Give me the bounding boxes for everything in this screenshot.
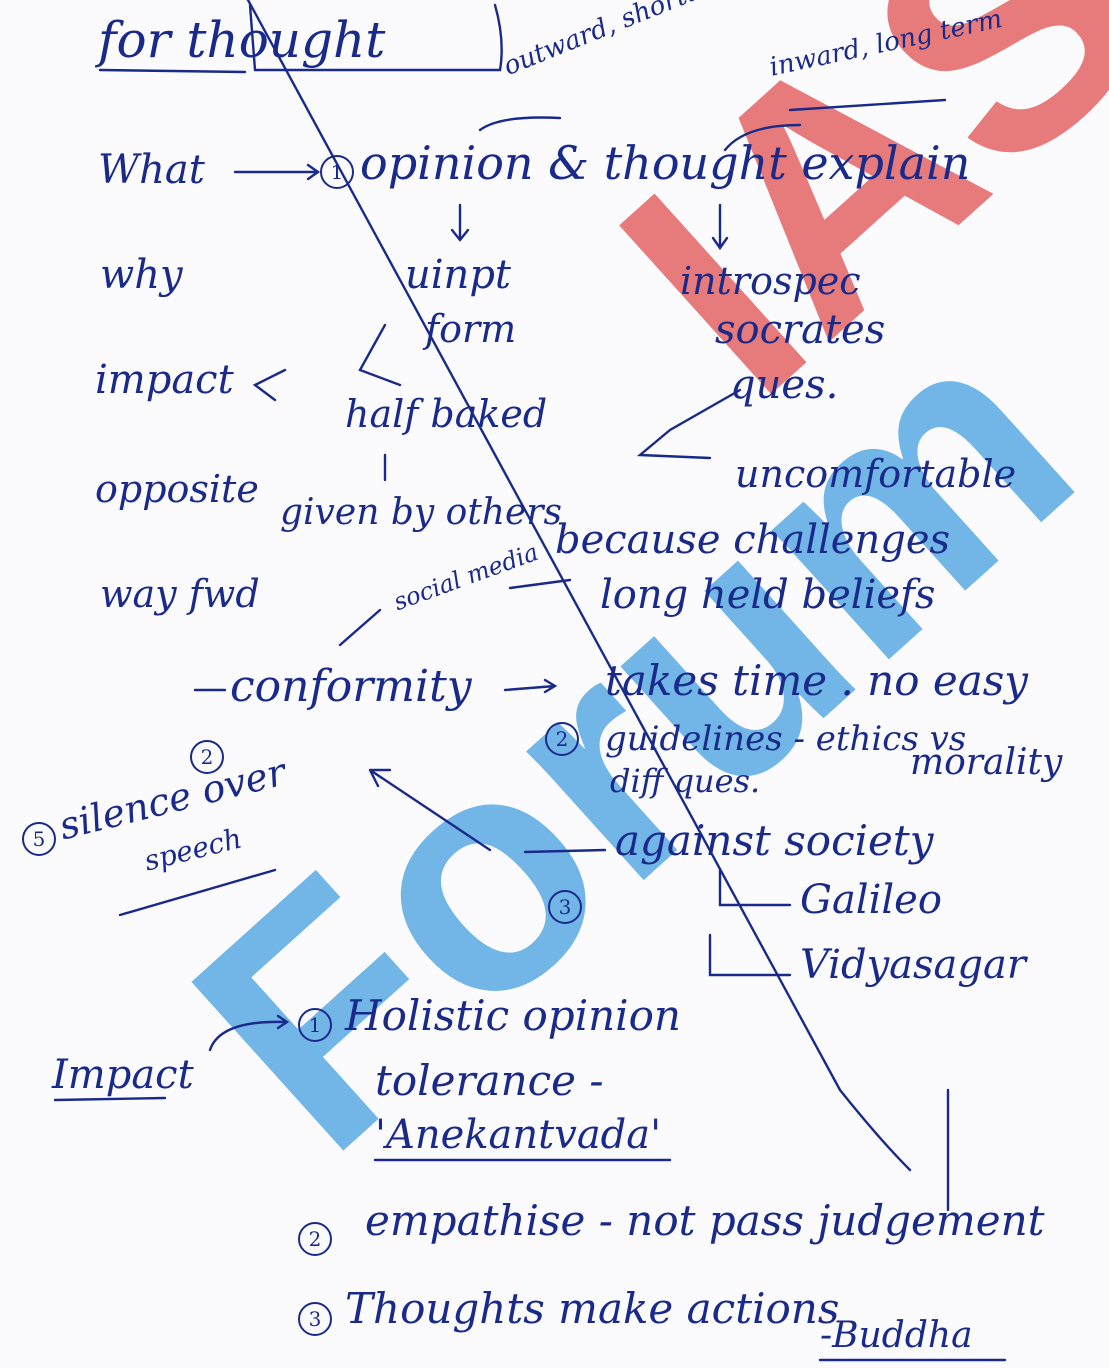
title: for thought [98, 11, 386, 69]
impact-label: Impact [52, 1052, 194, 1098]
label-why: why [100, 252, 183, 298]
branch1-text: opinion & thought explain [360, 136, 971, 190]
empathise: empathise - not pass judgement [365, 1196, 1045, 1245]
impact-underline [53, 1096, 167, 1102]
num-2-right: 2 [545, 722, 579, 756]
buddha: -Buddha [820, 1315, 973, 1356]
branch1-num: 1 [320, 155, 354, 189]
arrow-social-to-conformity [338, 608, 382, 647]
thoughts-make-actions: Thoughts make actions [345, 1284, 840, 1333]
ques-bracket [636, 388, 742, 460]
half-baked: half baked [345, 392, 548, 436]
long-held: long held beliefs [600, 572, 936, 618]
arrow-what-to-opinion [233, 163, 321, 181]
ques: ques. [730, 362, 839, 408]
introspec: introspec [680, 259, 861, 303]
tolerance: tolerance - [375, 1056, 604, 1105]
conformity: conformity [230, 661, 472, 712]
arrow-media-to-long [508, 578, 572, 590]
against-society: against society [615, 816, 934, 865]
because: because challenges [555, 517, 951, 563]
label-way-fwd: way fwd [100, 572, 260, 616]
arrow-form-to-halfbaked [358, 323, 402, 387]
title-underline [98, 68, 247, 74]
galileo-bracket [718, 868, 792, 907]
impact-brace [252, 368, 287, 402]
impact-num-3: 3 [298, 1302, 332, 1336]
diff-ques: diff ques. [610, 762, 761, 800]
galileo: Galileo [800, 877, 942, 923]
inward-bracket [723, 123, 802, 152]
socrates: socrates [715, 307, 886, 353]
vidyasagar-bracket [708, 933, 792, 977]
inward-underline [788, 98, 947, 112]
num-3: 3 [548, 890, 582, 924]
guidelines: guidelines - ethics vs [605, 719, 967, 759]
label-impact: impact [95, 357, 234, 403]
impact-num-2: 2 [298, 1222, 332, 1256]
double-arrow [368, 768, 492, 852]
impact-arrow [208, 1014, 290, 1052]
outward-bracket [478, 116, 562, 132]
vidyasagar: Vidyasagar [800, 942, 1026, 988]
uinpt: uinpt [405, 252, 511, 298]
against-arrow [523, 848, 607, 854]
impact-num-1: 1 [298, 1008, 332, 1042]
holistic-opinion: Holistic opinion [345, 991, 681, 1040]
morality: morality [910, 742, 1063, 783]
arrow-explain-down [711, 203, 729, 251]
num-2-left: 2 [190, 740, 224, 774]
given-by: given by others [280, 492, 562, 533]
takes-time: takes time . no easy [605, 656, 1029, 705]
title-box [248, 3, 503, 72]
label-opposite: opposite [95, 467, 259, 511]
arrow-conformity-right [503, 678, 558, 694]
anekantvada: 'Anekantvada' [375, 1112, 662, 1158]
form: form [425, 307, 517, 351]
speech-underline [118, 868, 277, 917]
diagonal-tail [838, 1088, 912, 1172]
num-5: 5 [22, 822, 56, 856]
arrow-opinion-down [450, 203, 470, 242]
label-what: What [98, 147, 205, 193]
uncomfortable: uncomfortable [735, 452, 1017, 496]
